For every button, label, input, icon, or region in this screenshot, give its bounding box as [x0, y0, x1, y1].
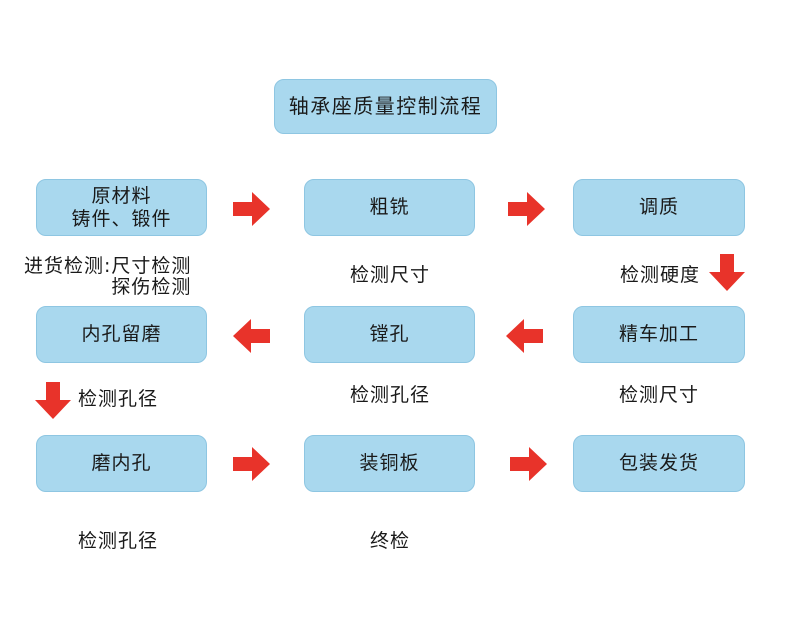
final-inspection: 终检 — [369, 530, 411, 552]
incoming-inspection-prefix: 进货检测: — [24, 255, 112, 277]
step-boring: 镗孔 — [304, 306, 475, 363]
flow-title: 轴承座质量控制流程 — [274, 79, 497, 134]
arrow-right-icon — [510, 447, 547, 481]
step-rough-milling-label: 粗铣 — [369, 196, 410, 218]
step-shipping-label: 包装发货 — [618, 452, 699, 474]
step-bore-allowance: 内孔留磨 — [36, 306, 207, 363]
inspection-after-boring: 检测孔径 — [349, 384, 431, 406]
flow-title-text: 轴承座质量控制流程 — [288, 94, 483, 118]
step-raw-material-line2: 铸件、锻件 — [71, 207, 172, 230]
incoming-inspection: 进货检测: 尺寸检测 探伤检测 — [24, 256, 191, 298]
step-finish-turning: 精车加工 — [573, 306, 745, 363]
step-boring-label: 镗孔 — [369, 323, 410, 345]
step-raw-material: 原材料 铸件、锻件 — [36, 179, 207, 236]
arrow-down-icon — [35, 382, 71, 419]
inspection-after-tempering: 检测硬度 — [619, 264, 701, 286]
step-tempering-label: 调质 — [638, 196, 679, 218]
step-bore-allowance-label: 内孔留磨 — [81, 323, 162, 345]
incoming-inspection-item-flaw: 探伤检测 — [111, 276, 192, 298]
step-rough-milling: 粗铣 — [304, 179, 475, 236]
arrow-down-icon — [709, 254, 745, 291]
step-shipping: 包装发货 — [573, 435, 745, 492]
arrow-right-icon — [233, 192, 270, 226]
arrow-right-icon — [233, 447, 270, 481]
arrow-left-icon — [233, 319, 270, 353]
arrow-right-icon — [508, 192, 545, 226]
step-raw-material-line1: 原材料 — [91, 184, 152, 207]
step-bore-grinding: 磨内孔 — [36, 435, 207, 492]
inspection-after-finish-turning: 检测尺寸 — [618, 384, 700, 406]
inspection-after-rough-milling: 检测尺寸 — [349, 264, 431, 286]
step-copper-plate: 装铜板 — [304, 435, 475, 492]
step-finish-turning-label: 精车加工 — [618, 323, 699, 345]
inspection-after-bore-allowance: 检测孔径 — [78, 388, 159, 410]
step-tempering: 调质 — [573, 179, 745, 236]
step-copper-plate-label: 装铜板 — [359, 452, 420, 474]
incoming-inspection-item-size: 尺寸检测 — [111, 255, 192, 277]
arrow-left-icon — [506, 319, 543, 353]
step-bore-grinding-label: 磨内孔 — [91, 452, 152, 474]
inspection-after-grinding: 检测孔径 — [78, 530, 159, 552]
